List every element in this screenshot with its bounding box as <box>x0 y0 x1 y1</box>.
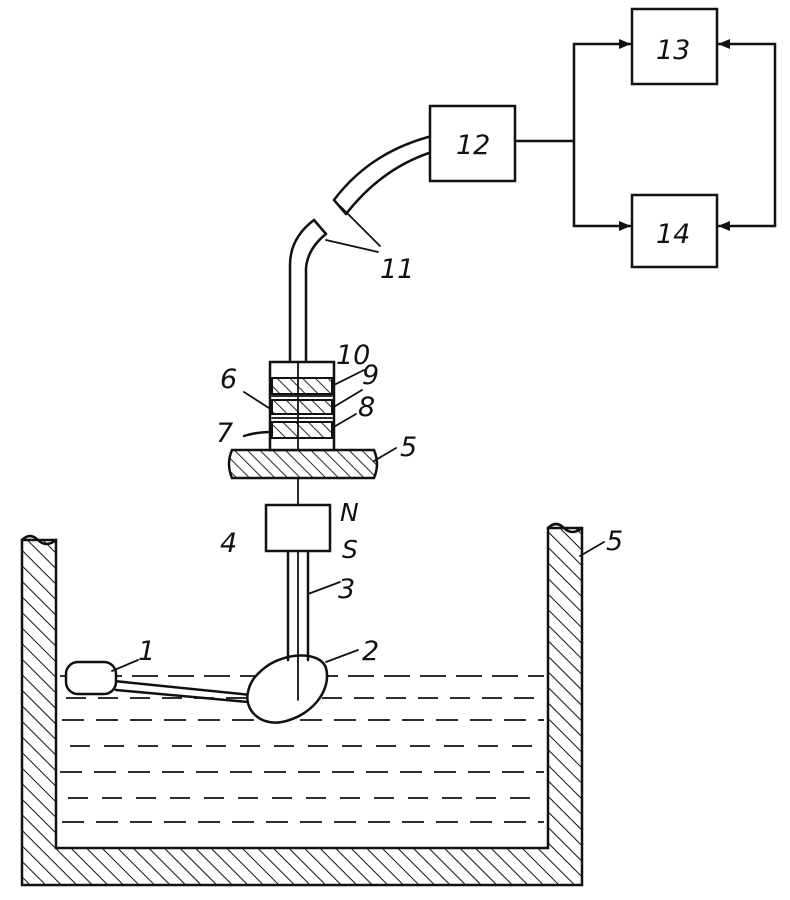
labels: 1 2 3 4 N S 5 5 6 7 8 9 10 11 12 13 14 <box>138 35 690 667</box>
body-2 <box>246 654 329 724</box>
label-pole-s: S <box>342 535 358 564</box>
sensor-stack <box>268 360 336 452</box>
vessel <box>20 522 584 887</box>
label-13: 13 <box>656 35 690 66</box>
support-plate-5 <box>227 448 379 480</box>
connections <box>513 39 777 231</box>
label-1: 1 <box>138 636 155 667</box>
label-pole-n: N <box>340 498 359 527</box>
label-14: 14 <box>656 219 690 250</box>
leader-lines <box>111 205 605 672</box>
label-8: 8 <box>358 392 375 423</box>
label-12: 12 <box>456 130 490 161</box>
label-5-vessel: 5 <box>606 526 623 557</box>
fiber-11 <box>288 134 434 364</box>
magnet-4 <box>264 503 332 553</box>
label-4: 4 <box>220 528 237 559</box>
label-11: 11 <box>380 254 414 285</box>
label-9: 9 <box>362 360 379 391</box>
block-13 <box>630 7 719 86</box>
block-14 <box>630 193 719 269</box>
float-1 <box>64 660 294 708</box>
label-7: 7 <box>216 418 233 449</box>
label-6: 6 <box>220 364 237 395</box>
block-12 <box>428 104 517 183</box>
label-3: 3 <box>338 574 355 605</box>
label-2: 2 <box>362 636 379 667</box>
label-5-plate: 5 <box>400 432 417 463</box>
label-10: 10 <box>336 340 370 371</box>
